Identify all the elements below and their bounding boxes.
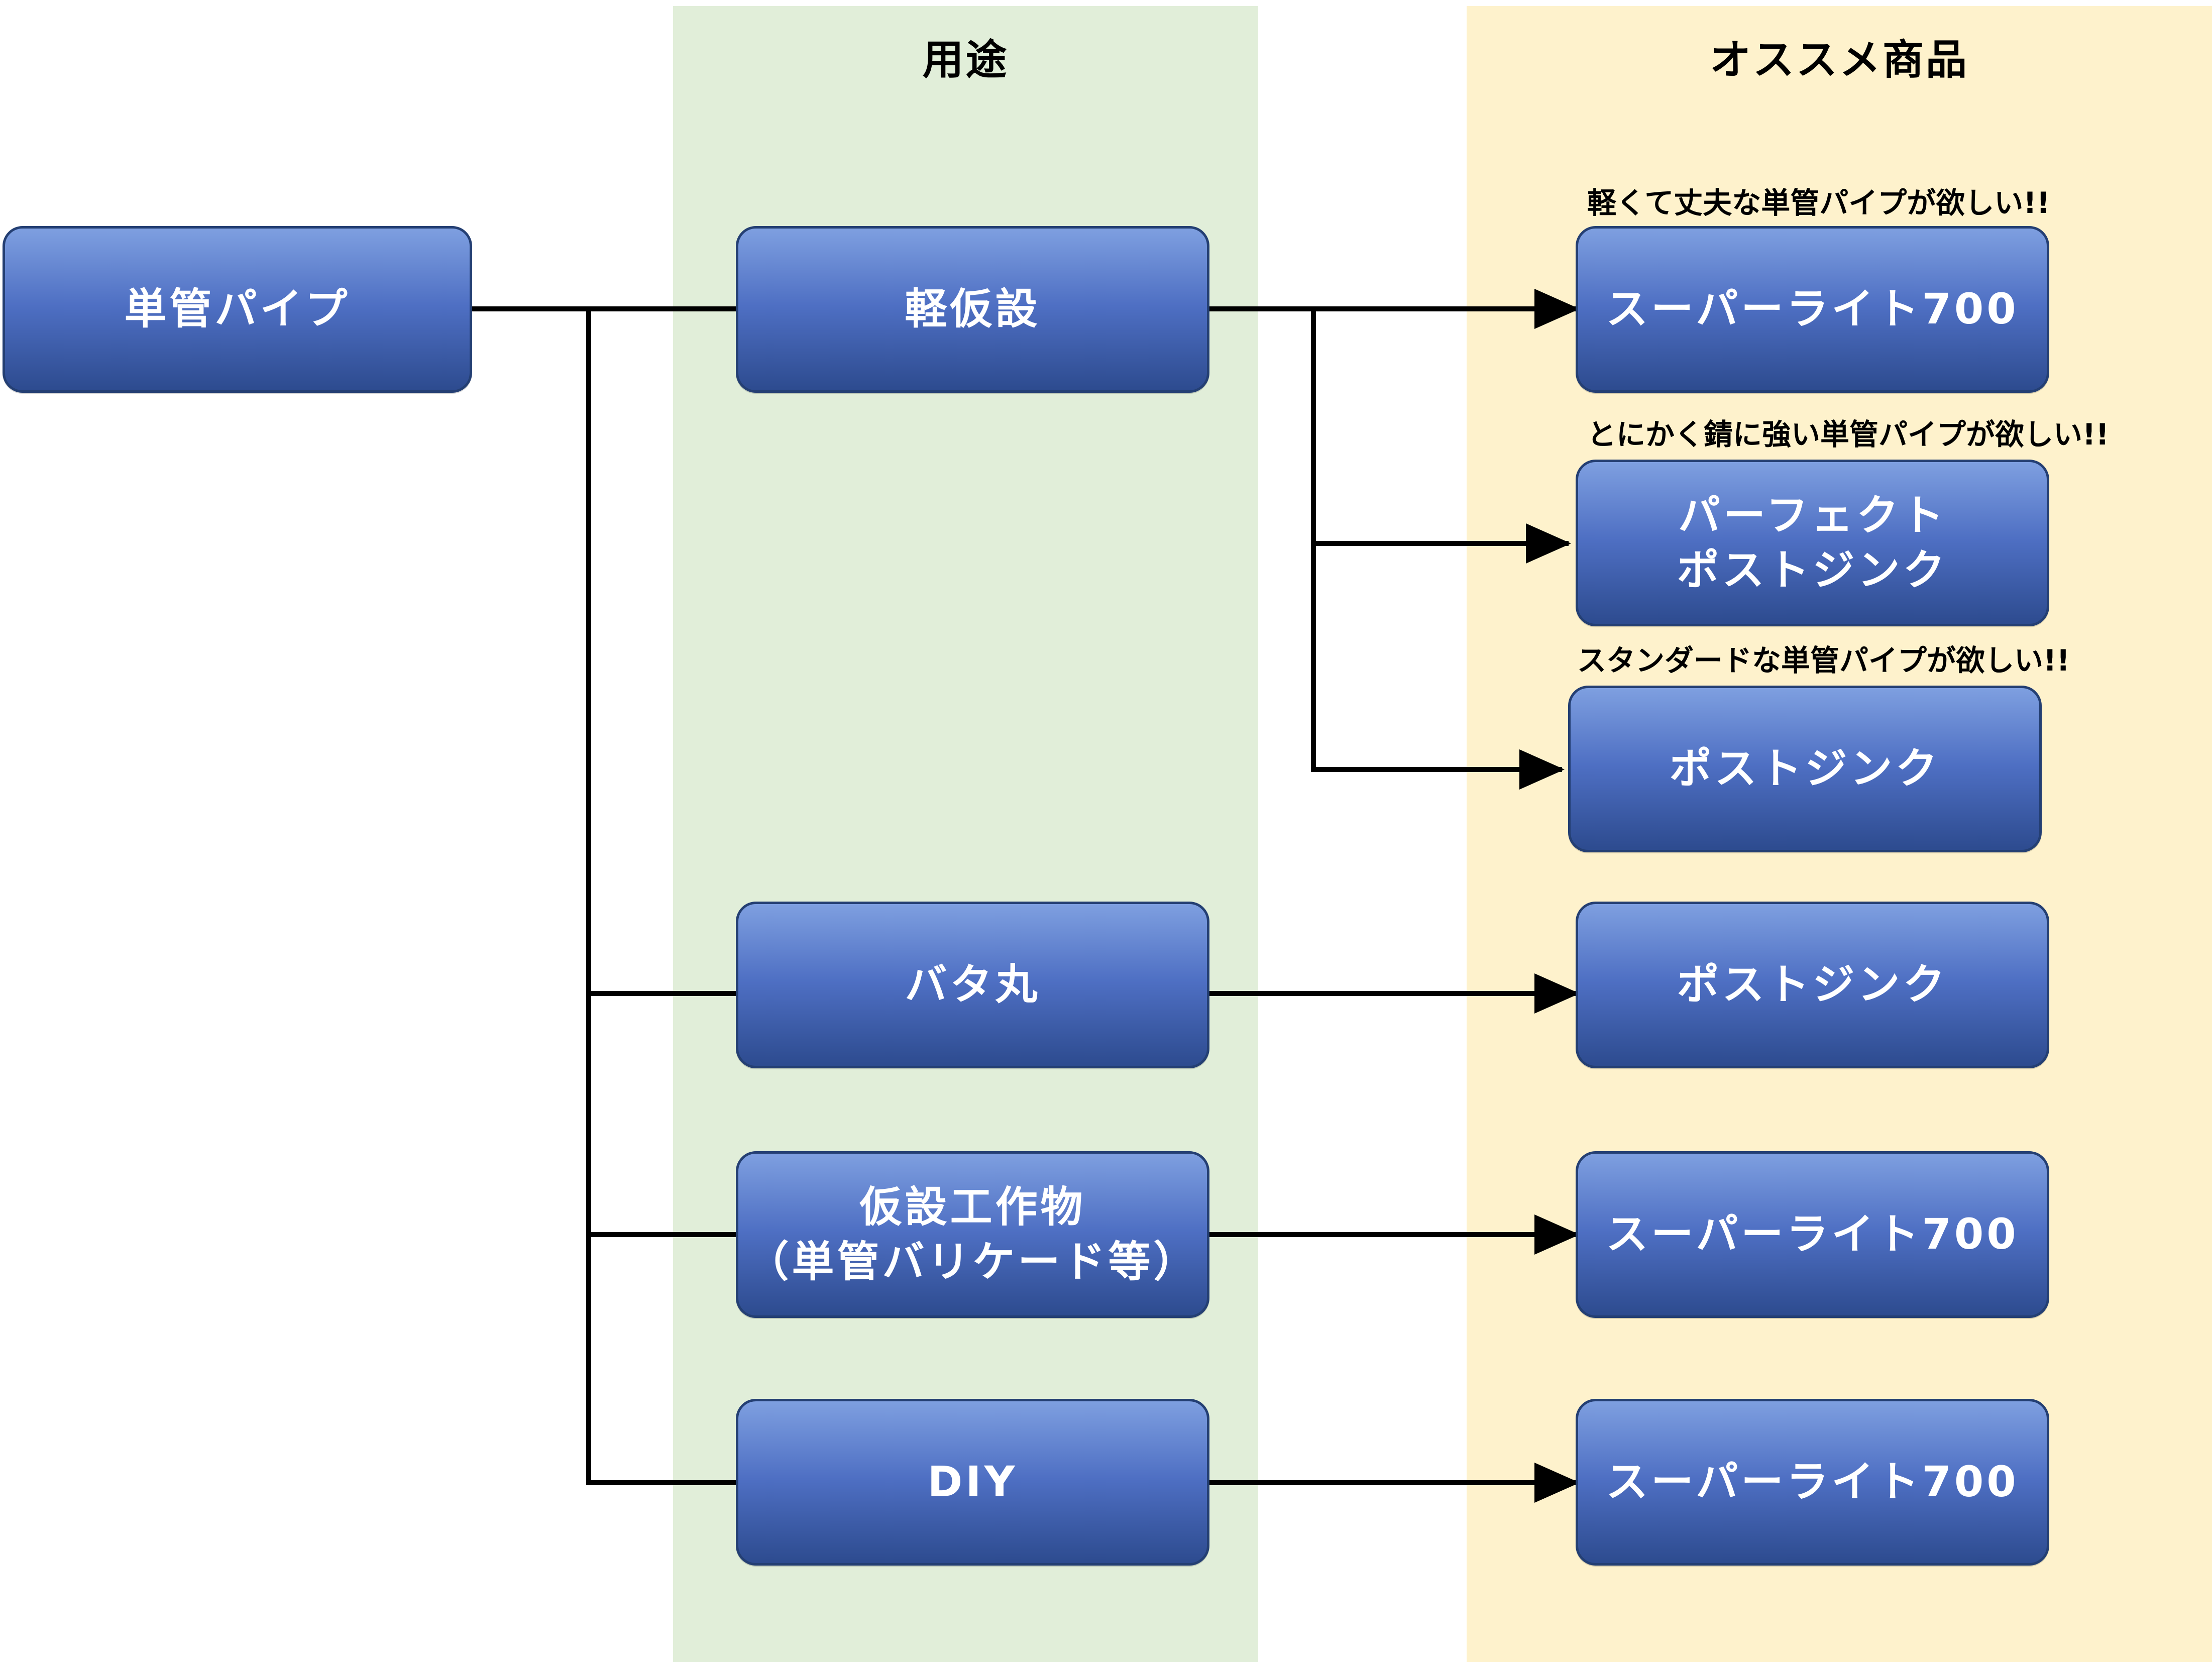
note-light-strong: 軽くて丈夫な単管パイプが欲しい!! (1587, 186, 2050, 220)
usage-node-batamaru: バタ丸 (736, 902, 1209, 1068)
root-node: 単管パイプ (3, 226, 472, 393)
products-column-title: オススメ商品 (1709, 36, 1969, 84)
product-node-post-zinc-2: ポストジンク (1576, 902, 2049, 1068)
note-standard: スタンダードな単管パイプが欲しい!! (1577, 643, 2070, 678)
product-node-perfect-post-zinc: パーフェクト ポストジンク (1576, 460, 2049, 626)
usage-column-title: 用途 (922, 36, 1009, 84)
usage-node-light-scaffold: 軽仮設 (736, 226, 1209, 393)
product-node-super-light-3: スーパーライト700 (1576, 1399, 2049, 1566)
usage-node-diy: DIY (736, 1399, 1209, 1566)
note-rust-resistant: とにかく錆に強い単管パイプが欲しい!! (1587, 417, 2109, 452)
product-node-post-zinc-1: ポストジンク (1568, 686, 2042, 852)
usage-node-temporary-structure: 仮設工作物 （単管バリケード等） (736, 1151, 1209, 1318)
product-node-super-light-2: スーパーライト700 (1576, 1151, 2049, 1318)
product-node-super-light-1: スーパーライト700 (1576, 226, 2049, 393)
